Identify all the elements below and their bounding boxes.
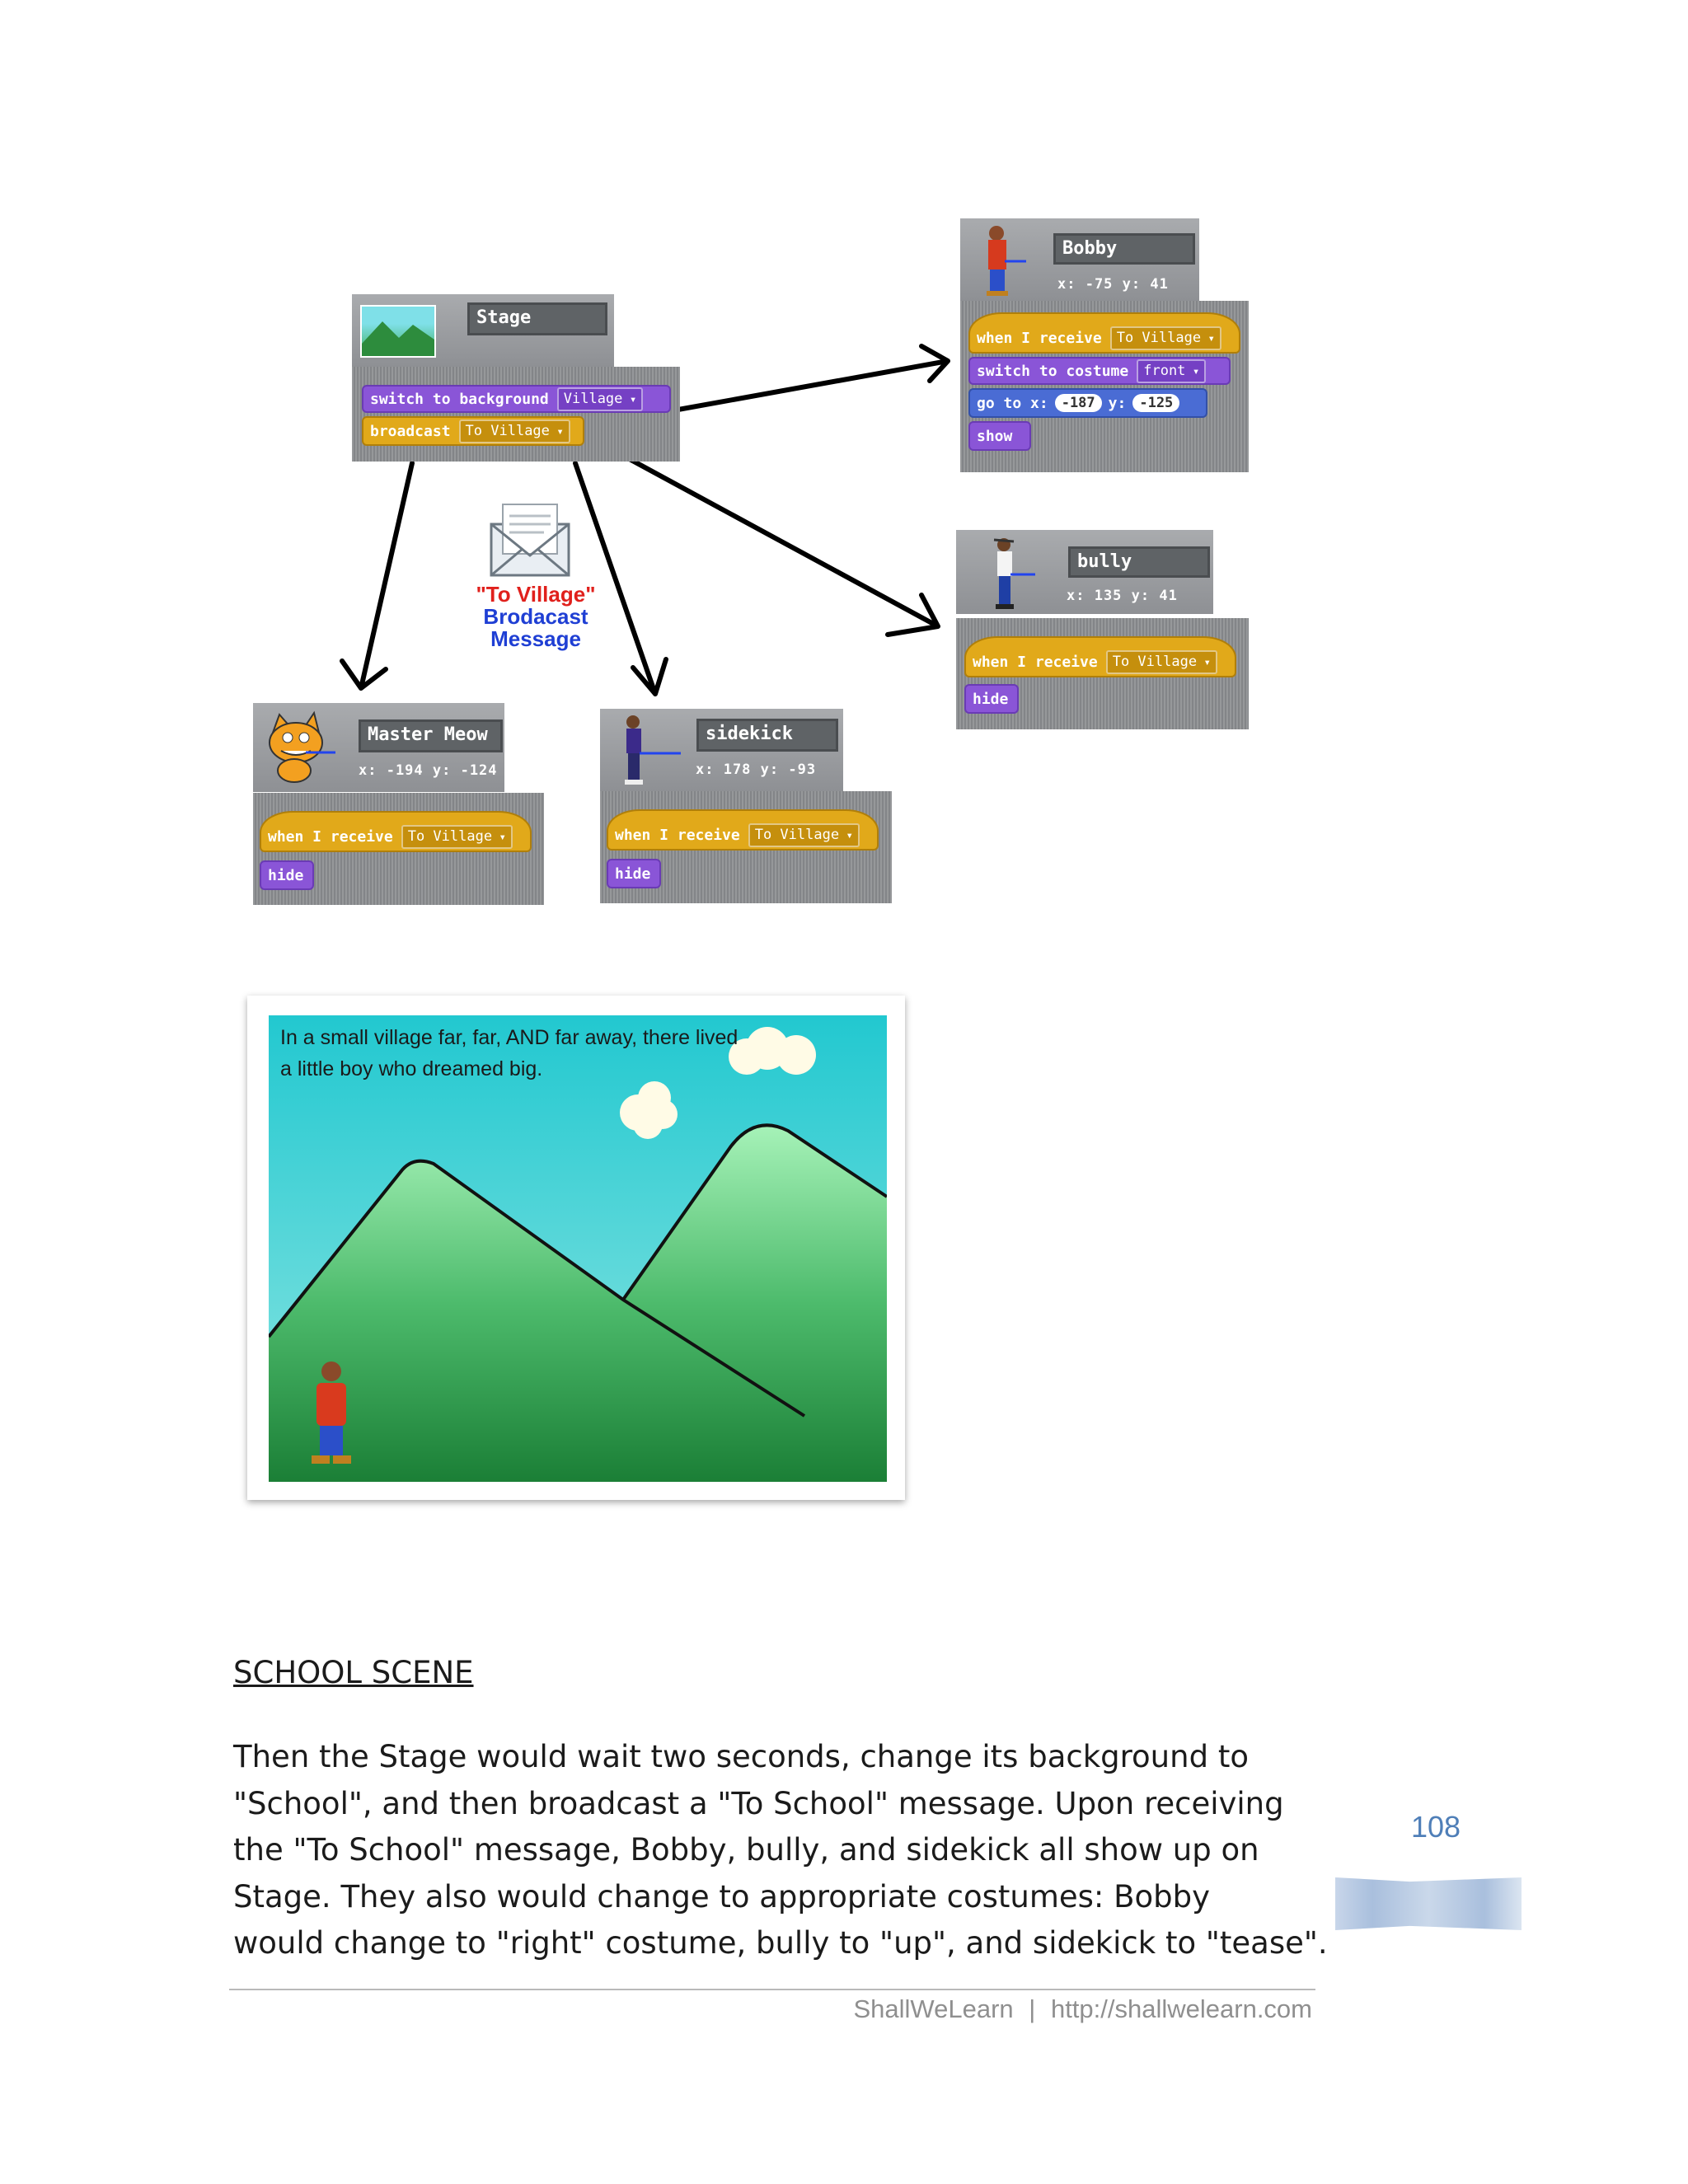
stage-scene-frame: In a small village far, far, AND far awa… (247, 996, 905, 1500)
stage-caption-line-2: a little boy who dreamed big. (280, 1057, 543, 1080)
bobby-name-field[interactable]: Bobby (1053, 233, 1195, 265)
paragraph-line: Then the Stage would wait two seconds, c… (233, 1739, 1249, 1774)
broadcast-message-label: "To Village" Brodacast Message (462, 583, 610, 650)
broadcast-arrows (340, 344, 950, 696)
envelope-icon (490, 504, 570, 577)
broadcast-block[interactable]: broadcast To Village (362, 416, 584, 446)
hills (269, 1125, 887, 1482)
paragraph-line: "School", and then broadcast a "To Schoo… (233, 1785, 1284, 1821)
sidekick-script-area: when I receive To Village hide (600, 791, 892, 903)
bully-hide-block[interactable]: hide (964, 684, 1019, 714)
master-meow-sprite-thumbnail (269, 710, 335, 783)
body-paragraph: Then the Stage would wait two seconds, c… (233, 1734, 1328, 1967)
bobby-sprite-header: Bobby x: -75 y: 41 (960, 218, 1199, 301)
stage-name-field[interactable]: Stage (467, 302, 607, 335)
paragraph-line: the "To School" message, Bobby, bully, a… (233, 1832, 1259, 1868)
master-meow-name-field[interactable]: Master Meow (359, 719, 503, 752)
message-type-label: Brodacast (483, 604, 588, 629)
page-number: 108 (1411, 1810, 1461, 1844)
arrow-to-bobby (653, 344, 950, 416)
arrow-to-master-meow (340, 461, 415, 691)
master-meow-sprite-header: Master Meow x: -194 y: -124 (253, 703, 504, 792)
hill-outline (269, 1123, 887, 1418)
footer: ShallWeLearn | http://shallwelearn.com (808, 1994, 1312, 2024)
stage-caption-line-1: In a small village far, far, AND far awa… (280, 1026, 738, 1049)
stage-script-area: switch to background Village broadcast T… (352, 367, 680, 462)
bobby-show-block[interactable]: show (968, 421, 1031, 451)
stage-sprite-header: Stage (352, 294, 614, 367)
footer-url[interactable]: http://shallwelearn.com (1050, 1994, 1312, 2023)
bobby-x-input[interactable]: -187 (1054, 394, 1102, 412)
bobby-switch-costume-block[interactable]: switch to costume front (968, 357, 1231, 385)
bully-name-field[interactable]: bully (1068, 546, 1210, 578)
master-meow-hide-block[interactable]: hide (260, 860, 314, 890)
background-dropdown[interactable]: Village (556, 387, 644, 411)
sidekick-coordinates: x: 178 y: -93 (696, 762, 817, 778)
sidekick-when-receive-block[interactable]: when I receive To Village (607, 809, 879, 851)
bobby-sprite-thumbnail (987, 226, 1026, 296)
bully-when-receive-block[interactable]: when I receive To Village (964, 636, 1236, 677)
bully-script-area: when I receive To Village hide (956, 618, 1249, 729)
master-meow-when-receive-block[interactable]: when I receive To Village (260, 811, 532, 852)
bobby-when-receive-block[interactable]: when I receive To Village (968, 312, 1240, 354)
sidekick-name-field[interactable]: sidekick (696, 719, 838, 752)
cloud (620, 1027, 816, 1139)
sidekick-hide-block[interactable]: hide (607, 859, 661, 888)
paragraph-line: would change to "right" costume, bully t… (233, 1925, 1328, 1961)
footer-brand: ShallWeLearn (853, 1994, 1014, 2023)
bobby-receive-dropdown[interactable]: To Village (1109, 326, 1221, 350)
bobby-on-stage (312, 1361, 351, 1464)
broadcast-message-dropdown[interactable]: To Village (458, 419, 570, 443)
message-word-label: Message (490, 626, 581, 651)
bully-coordinates: x: 135 y: 41 (1067, 588, 1178, 604)
page-tab-decoration (1335, 1877, 1522, 1930)
bobby-y-input[interactable]: -125 (1132, 394, 1180, 412)
stage-caption: In a small village far, far, AND far awa… (280, 1022, 738, 1085)
master-meow-receive-dropdown[interactable]: To Village (401, 824, 513, 849)
bully-sprite-thumbnail (993, 538, 1035, 609)
sidekick-sprite-thumbnail (625, 715, 681, 785)
footer-separator: | (1029, 1994, 1036, 2023)
stage-scene-canvas (269, 1015, 887, 1482)
bully-sprite-header: bully x: 135 y: 41 (956, 530, 1213, 614)
sidekick-sprite-header: sidekick x: 178 y: -93 (600, 709, 843, 791)
arrow-to-sidekick (573, 461, 668, 696)
message-name-label: "To Village" (476, 582, 596, 607)
master-meow-coordinates: x: -194 y: -124 (359, 762, 498, 779)
switch-to-background-block[interactable]: switch to background Village (362, 385, 671, 413)
stage-thumbnail (360, 305, 436, 358)
section-heading: SCHOOL SCENE (233, 1655, 474, 1690)
footer-rule (229, 1989, 1315, 1990)
bobby-costume-dropdown[interactable]: front (1137, 359, 1207, 383)
bobby-go-to-block[interactable]: go to x: -187 y: -125 (968, 388, 1207, 418)
bobby-coordinates: x: -75 y: 41 (1057, 276, 1169, 293)
sidekick-receive-dropdown[interactable]: To Village (748, 823, 860, 847)
master-meow-script-area: when I receive To Village hide (253, 793, 544, 905)
bobby-script-area: when I receive To Village switch to cost… (960, 301, 1249, 472)
bully-receive-dropdown[interactable]: To Village (1105, 649, 1217, 674)
paragraph-line: Stage. They also would change to appropr… (233, 1878, 1211, 1915)
arrow-to-bully (624, 455, 940, 637)
